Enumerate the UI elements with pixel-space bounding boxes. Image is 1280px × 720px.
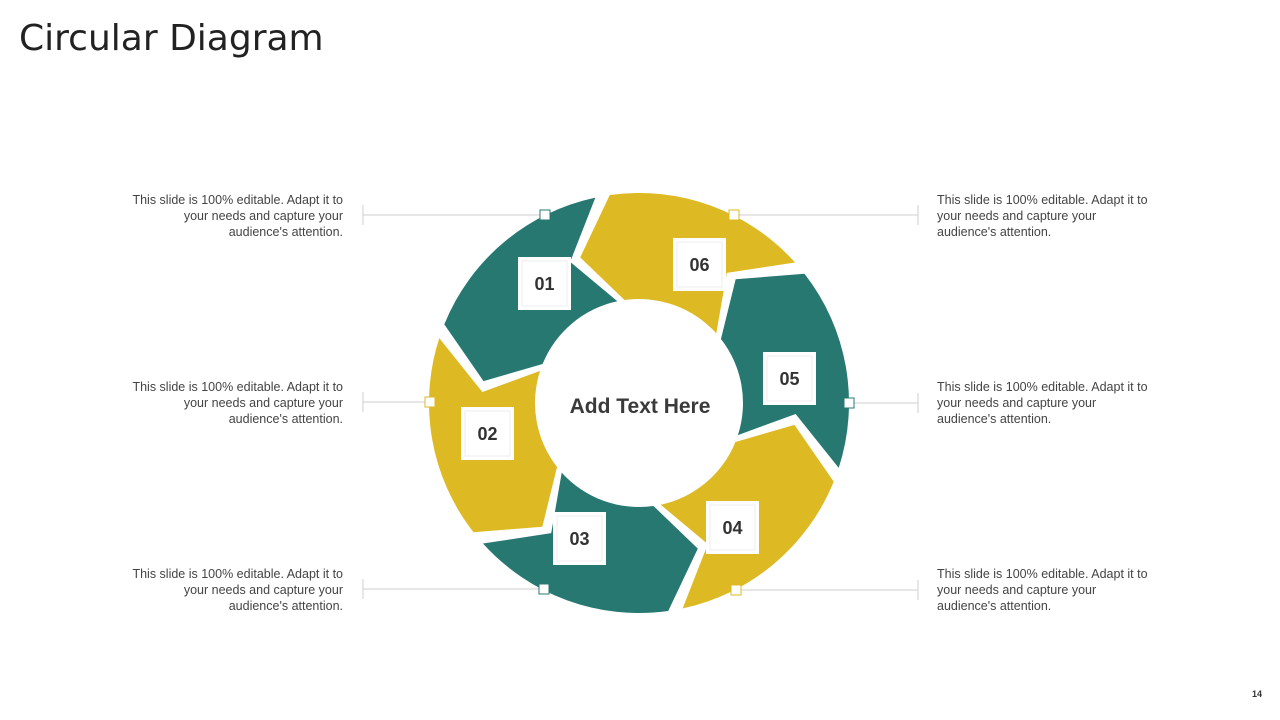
segment-number-03: 03 — [569, 529, 589, 549]
number-box-01: 01 — [518, 257, 571, 310]
marker-bottom-right — [730, 584, 742, 596]
description-bottom-right: This slide is 100% editable. Adapt it to… — [937, 567, 1148, 613]
connector-markers — [424, 209, 855, 596]
slide-title: Circular Diagram — [19, 18, 324, 59]
number-box-06: 06 — [673, 238, 726, 291]
center-label: Add Text Here — [570, 395, 711, 418]
segment-number-05: 05 — [779, 369, 799, 389]
number-box-02: 02 — [461, 407, 514, 460]
description-top-left: This slide is 100% editable. Adapt it to… — [132, 193, 343, 239]
marker-top-right — [728, 209, 740, 221]
connector-lines — [362, 205, 919, 600]
number-box-05: 05 — [763, 352, 816, 405]
marker-top-left — [539, 209, 551, 221]
marker-bottom-left — [538, 583, 550, 595]
segment-number-02: 02 — [477, 424, 497, 444]
description-middle-right: This slide is 100% editable. Adapt it to… — [937, 380, 1148, 426]
description-top-right: This slide is 100% editable. Adapt it to… — [937, 193, 1148, 239]
description-bottom-left: This slide is 100% editable. Adapt it to… — [132, 567, 343, 613]
segment-number-06: 06 — [689, 255, 709, 275]
number-box-04: 04 — [706, 501, 759, 554]
description-middle-left: This slide is 100% editable. Adapt it to… — [132, 380, 343, 426]
page-number: 14 — [1251, 689, 1262, 699]
segment-number-04: 04 — [722, 518, 742, 538]
marker-middle-right — [843, 397, 855, 409]
segment-number-01: 01 — [534, 274, 554, 294]
number-box-03: 03 — [553, 512, 606, 565]
number-boxes: 01 02 03 04 05 — [461, 238, 816, 565]
marker-middle-left — [424, 396, 436, 408]
